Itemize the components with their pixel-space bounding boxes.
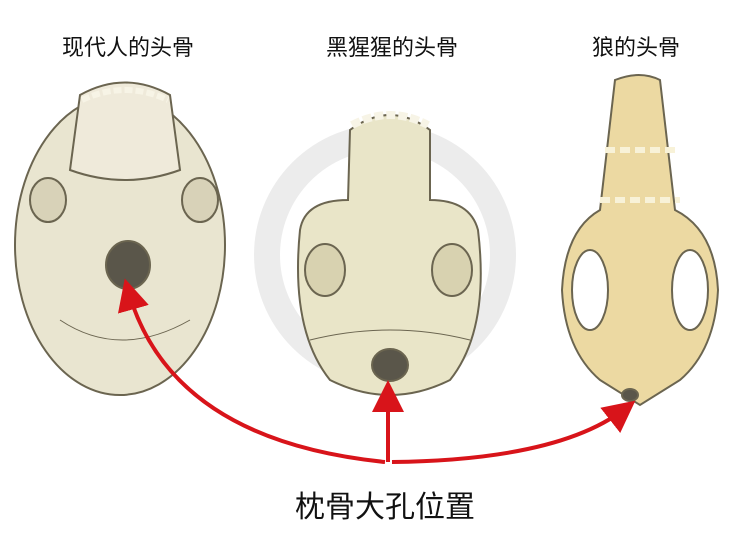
title-chimp-skull: 黑猩猩的头骨 — [325, 36, 459, 61]
arrow-to-wolf — [391, 400, 636, 464]
title-human-skull: 现代人的头骨 — [61, 36, 195, 61]
title-wolf-skull: 狼的头骨 — [591, 36, 681, 61]
foramen-magnum-chimp — [371, 348, 409, 382]
human-skull — [14, 81, 226, 396]
arrows — [118, 278, 636, 464]
foramen-magnum-wolf — [621, 388, 639, 402]
arrow-to-human — [118, 278, 386, 464]
chimp-skull — [297, 111, 482, 396]
wolf-skull — [560, 74, 720, 407]
caption-foramen-position: 枕骨大孔位置 — [295, 490, 475, 525]
foramen-magnum-human — [105, 240, 151, 290]
